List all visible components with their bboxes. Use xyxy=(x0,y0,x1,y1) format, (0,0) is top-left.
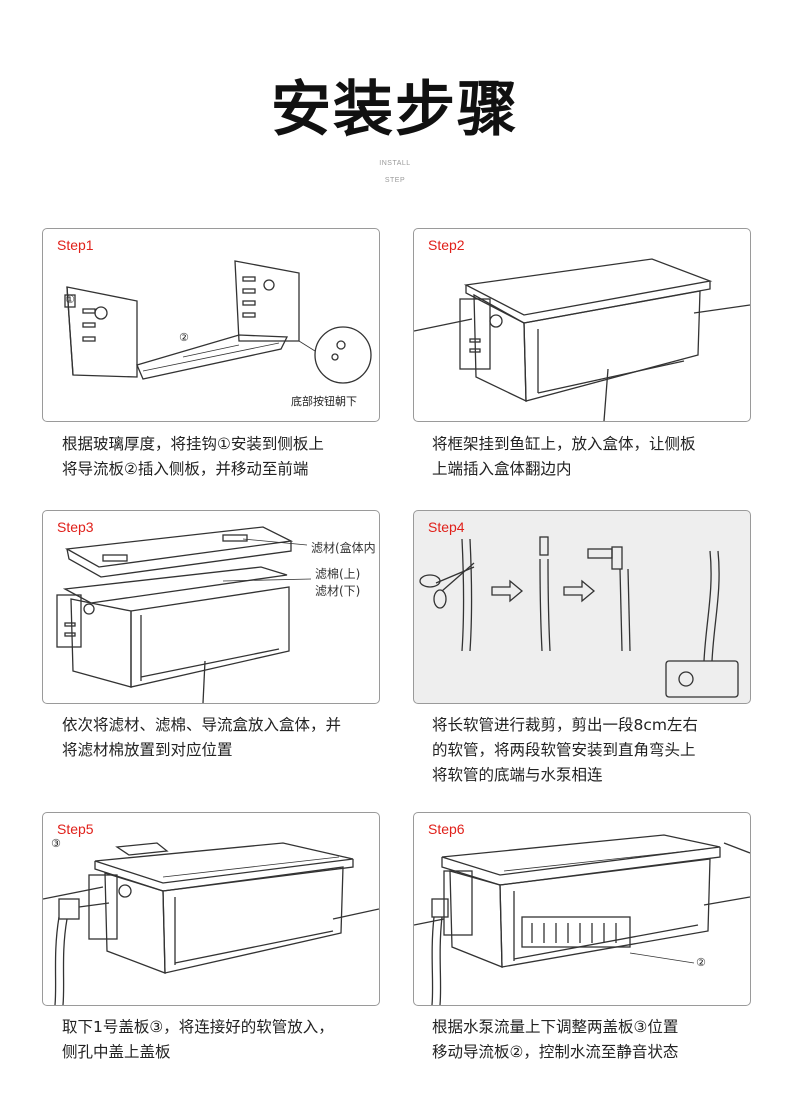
step3-media-bottom-note: 滤材(下) xyxy=(315,584,361,598)
caption-line: 将导流板②插入侧板，并移动至前端 xyxy=(62,460,309,478)
caption-line: 的软管，将两段软管安装到直角弯头上 xyxy=(432,741,696,759)
caption-line: 移动导流板②，控制水流至静音状态 xyxy=(432,1043,679,1061)
step1-caption: 根据玻璃厚度，将挂钩①安装到侧板上 将导流板②插入侧板，并移动至前端 xyxy=(62,432,402,482)
subtitle-install: INSTALL xyxy=(379,160,411,167)
step3-media-box-note: 滤材(盒体内 xyxy=(311,541,376,555)
step1-illustration xyxy=(64,260,372,384)
caption-line: 上端插入盒体翻边内 xyxy=(432,460,572,478)
step1-card: Step1 ① ② 底部按钮朝下 xyxy=(42,228,380,422)
caption-line: 将长软管进行裁剪，剪出一段8cm左右 xyxy=(432,716,698,734)
caption-line: 取下1号盖板③，将连接好的软管放入， xyxy=(62,1018,334,1036)
step1-bottom-button-note: 底部按钮朝下 xyxy=(291,395,357,408)
step6-label: Step6 xyxy=(428,821,465,837)
step1-marker-1: ① xyxy=(65,293,75,306)
step5-caption: 取下1号盖板③，将连接好的软管放入， 侧孔中盖上盖板 xyxy=(62,1015,402,1065)
step5-illustration xyxy=(43,842,379,1005)
step3-illustration xyxy=(56,526,312,703)
step3-caption: 依次将滤材、滤棉、导流盒放入盒体，并 将滤材棉放置到对应位置 xyxy=(62,713,402,763)
step4-label: Step4 xyxy=(428,519,465,535)
caption-line: 根据玻璃厚度，将挂钩①安装到侧板上 xyxy=(62,435,324,453)
caption-line: 依次将滤材、滤棉、导流盒放入盒体，并 xyxy=(62,716,342,734)
step3-label: Step3 xyxy=(57,519,94,535)
step6-card: Step6 ② xyxy=(413,812,751,1006)
step3-card: Step3 滤材(盒体内 滤棉(上) 滤材(下) xyxy=(42,510,380,704)
caption-line: 将滤材棉放置到对应位置 xyxy=(62,741,233,759)
caption-line: 将软管的底端与水泵相连 xyxy=(432,766,603,784)
step4-card: Step4 xyxy=(413,510,751,704)
step2-card: Step2 xyxy=(413,228,751,422)
step2-caption: 将框架挂到鱼缸上，放入盒体，让侧板 上端插入盒体翻边内 xyxy=(432,432,772,482)
step6-caption: 根据水泵流量上下调整两盖板③位置 移动导流板②，控制水流至静音状态 xyxy=(432,1015,772,1065)
subtitle-step: STEP xyxy=(384,177,406,184)
step6-marker-2: ② xyxy=(696,956,706,969)
step5-label: Step5 xyxy=(57,821,94,837)
step4-caption: 将长软管进行裁剪，剪出一段8cm左右 的软管，将两段软管安装到直角弯头上 将软管… xyxy=(432,713,772,788)
step1-marker-2: ② xyxy=(179,331,189,344)
step5-card: Step5 ③ xyxy=(42,812,380,1006)
caption-line: 将框架挂到鱼缸上，放入盒体，让侧板 xyxy=(432,435,696,453)
caption-line: 根据水泵流量上下调整两盖板③位置 xyxy=(432,1018,679,1036)
step6-illustration xyxy=(414,834,750,1005)
step5-marker-3: ③ xyxy=(51,837,61,850)
step1-label: Step1 xyxy=(57,237,94,253)
page-title: 安装步骤 xyxy=(271,75,519,145)
step2-label: Step2 xyxy=(428,237,465,253)
step3-sponge-top-note: 滤棉(上) xyxy=(315,567,361,581)
step2-illustration xyxy=(414,258,750,421)
step4-illustration xyxy=(419,536,739,698)
caption-line: 侧孔中盖上盖板 xyxy=(62,1043,171,1061)
